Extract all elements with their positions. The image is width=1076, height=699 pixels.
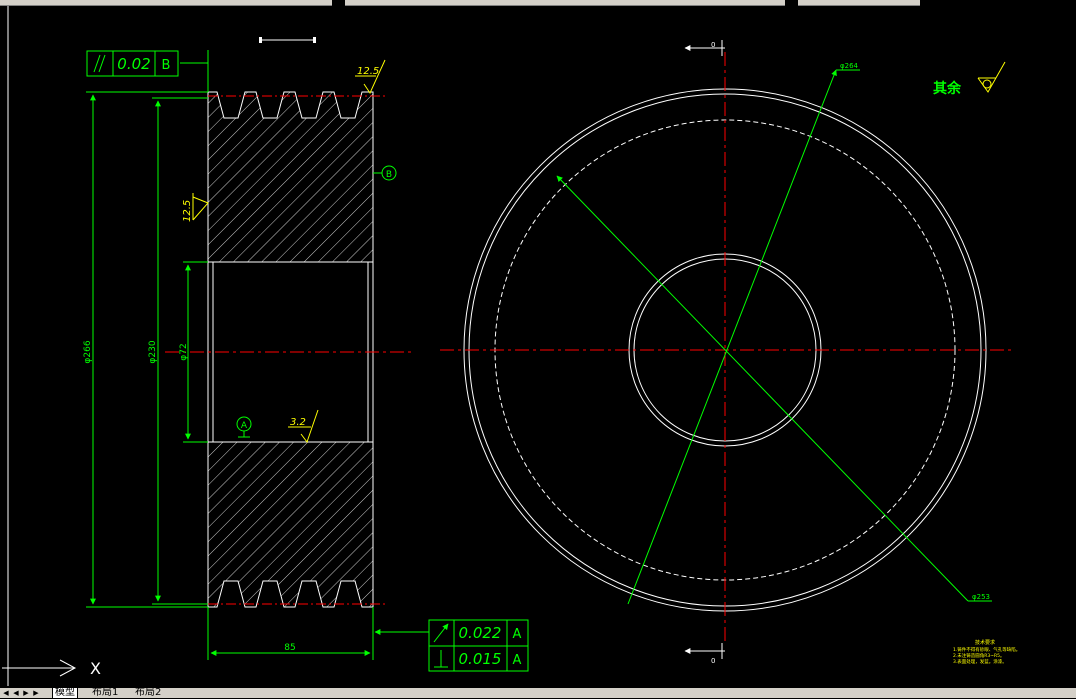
datum-b-label: B — [386, 170, 392, 180]
tab-model[interactable]: 模型 — [52, 688, 78, 699]
bore-dia-label: φ72 — [179, 343, 189, 360]
toolbar-strip-left — [0, 0, 332, 6]
section-mark-top-label: 0 — [711, 41, 715, 49]
dia-label-1: φ264 — [840, 62, 859, 70]
width-label: 85 — [284, 643, 295, 653]
tab-next-icon[interactable]: ▶ — [23, 689, 29, 697]
tab-last-icon[interactable]: ▶ — [33, 689, 39, 697]
ucs-x-label: X — [90, 659, 101, 678]
dia-label-2: φ253 — [972, 593, 990, 601]
root-dia-label: φ230 — [148, 340, 158, 363]
outer-dia-label: φ266 — [83, 340, 93, 363]
runout-perpendicular-frames — [428, 619, 529, 672]
roughness-symbol-groove — [355, 59, 386, 95]
roughness-bore-value: 3.2 — [290, 417, 306, 428]
parallel-datum-ref: B — [162, 58, 171, 73]
roughness-groove-value: 12.5 — [357, 66, 379, 77]
flatness-tolerance-value: 0.02 — [117, 55, 150, 73]
runout-symbol-icon — [433, 623, 449, 643]
datum-a-symbol — [236, 416, 252, 438]
notes-line-2: 2.未注铸造圆角R3~R5。 — [953, 652, 1005, 659]
tab-layout1[interactable]: 布局1 — [92, 687, 119, 698]
roughness-other-symbol-icon — [977, 61, 1006, 93]
lower-hatched-section — [207, 441, 374, 608]
roughness-side-value: 12.5 — [182, 200, 193, 222]
datum-a-label: A — [241, 421, 248, 431]
roughness-symbol-bore — [288, 409, 319, 444]
upper-hatched-section — [207, 91, 374, 263]
notes-title: 技术要求 — [975, 639, 995, 646]
pulley-section-view — [165, 91, 415, 608]
perp-datum-ref: A — [513, 653, 522, 668]
section-mark-bottom — [684, 643, 725, 659]
dia-leader-2 — [556, 175, 969, 602]
tab-layout2[interactable]: 布局2 — [135, 687, 162, 698]
pulley-front-view — [440, 52, 1012, 645]
notes-line-3: 3.表面处理，发蓝。涂漆。 — [953, 658, 1007, 665]
technical-notes: 技术要求 1.铸件不得有砂眼、气孔等缺陷。 2.未注铸造圆角R3~R5。 3.表… — [953, 639, 1020, 665]
notes-line-1: 1.铸件不得有砂眼、气孔等缺陷。 — [953, 646, 1020, 653]
tab-first-icon[interactable]: ◀ — [3, 689, 9, 697]
toolbar-strip-middle — [345, 0, 785, 6]
runout-tolerance-value: 0.022 — [459, 624, 502, 642]
roughness-symbol-side — [192, 193, 209, 221]
parallelism-frame — [86, 50, 179, 77]
dia-leader-1 — [627, 69, 837, 605]
toolbar-strip-right — [798, 0, 920, 6]
datum-b-symbol — [373, 165, 397, 181]
runout-datum-ref: A — [513, 627, 522, 642]
tab-prev-icon[interactable]: ◀ — [13, 689, 19, 697]
cad-drawing-canvas[interactable]: φ266 φ230 φ72 85 0.02 B 12.5 12.5 3.2 B — [0, 6, 1076, 688]
section-dimensions — [86, 50, 374, 660]
section-mark-top — [684, 40, 725, 56]
window-top-strip — [0, 0, 1076, 6]
section-mark-bottom-label: 0 — [711, 657, 715, 665]
layout-tab-bar: ◀ ◀ ▶ ▶ 模型 布局1 布局2 — [0, 687, 1076, 699]
roughness-other-label: 其余 — [933, 80, 962, 97]
parallel-symbol-icon — [93, 54, 101, 73]
perp-tolerance-value: 0.015 — [459, 650, 502, 668]
ucs-axis-icon — [2, 646, 77, 686]
